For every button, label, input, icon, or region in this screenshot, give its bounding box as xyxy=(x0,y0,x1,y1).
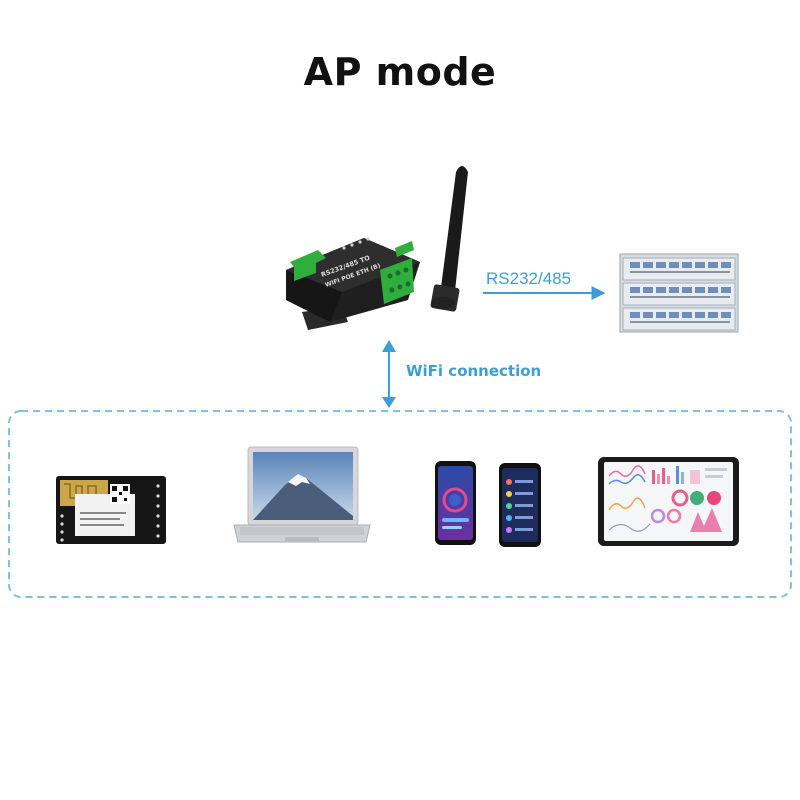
smartphones-icon xyxy=(435,461,541,547)
laptop-icon xyxy=(233,446,371,543)
gateway-device-icon: RS232/485 TO WIFI POE ETH (B) xyxy=(286,166,468,330)
rack-server-icon xyxy=(619,253,739,333)
client-devices-frame xyxy=(8,410,792,598)
wifi-link-label: WiFi connection xyxy=(406,362,541,380)
wifi-uart-module-icon xyxy=(56,476,166,544)
terminal-block-icon xyxy=(290,241,414,304)
antenna-icon xyxy=(430,166,468,312)
tablet-dashboard-icon xyxy=(598,457,739,546)
serial-link-label: RS232/485 xyxy=(486,269,571,288)
page-title: AP mode xyxy=(303,50,497,94)
